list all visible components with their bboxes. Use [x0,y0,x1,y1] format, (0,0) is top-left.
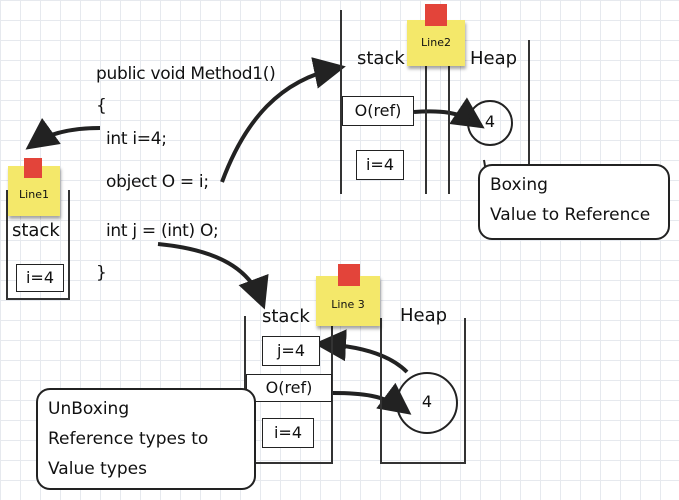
line2-ref-cell: O(ref) [342,96,414,126]
arrow-to-line3 [157,242,269,310]
line1-tape [24,158,42,178]
unboxing-callout: UnBoxing Reference types to Value types [36,388,256,490]
line2-note: Line2 [407,20,465,66]
code-line2: object O = i; [106,172,209,192]
line3-heap-right-edge [464,318,466,464]
line3-stack-bottom-edge [244,462,333,464]
arrow-ref-to-heap-line3 [332,382,412,415]
line3-stack-right-edge [331,316,333,464]
line2-tape [425,4,447,26]
line3-ref-cell: O(ref) [246,374,332,402]
code-open-brace: { [96,96,107,116]
line2-heap-value: 4 [484,112,496,131]
line3-heap-value: 4 [421,392,433,411]
line3-heap-left-edge [380,318,382,464]
code-line1: int i=4; [106,129,167,149]
code-line3: int j = (int) O; [106,221,219,241]
line1-cell: i=4 [16,264,64,292]
line2-value-cell: i=4 [356,150,404,180]
line3-heap-label: Heap [400,305,448,326]
line2-stack-right-edge [425,40,427,194]
line2-stack-label: stack [357,48,405,69]
code-close-brace: } [96,263,107,283]
line3-heap-bottom-edge [380,462,466,464]
line2-stack-left-edge [340,10,342,194]
line3-i-cell: i=4 [262,418,314,448]
code-signature: public void Method1() [96,64,276,84]
arrow-to-line2 [220,57,346,183]
arrow-to-line1 [25,117,101,150]
unboxing-callout-line3: Value types [48,459,147,479]
unboxing-callout-title: UnBoxing [48,399,130,419]
line2-heap-label: Heap [470,48,518,69]
line2-heap-right-edge [528,40,530,190]
boxing-callout-text: Value to Reference [490,205,651,225]
line1-note-label: Line1 [19,188,49,201]
arrow-heap-to-j [314,329,409,374]
line3-stack-label: stack [262,306,310,327]
line1-stack-right-edge [68,190,70,300]
line1-stack-bottom-edge [6,298,70,300]
line2-heap-left-edge [448,40,450,194]
heap-circle-line2 [467,100,513,146]
line1-stack-left-edge [6,190,8,300]
unboxing-callout-line2: Reference types to [48,429,209,449]
line3-tape [338,264,360,286]
line3-j-cell: j=4 [262,336,320,366]
line3-note-label: Line 3 [331,298,365,311]
boxing-callout: Boxing Value to Reference [478,164,670,240]
line2-note-label: Line2 [421,36,451,49]
heap-circle-line3 [396,372,458,434]
boxing-callout-title: Boxing [490,175,548,195]
line1-stack-label: stack [12,220,60,241]
